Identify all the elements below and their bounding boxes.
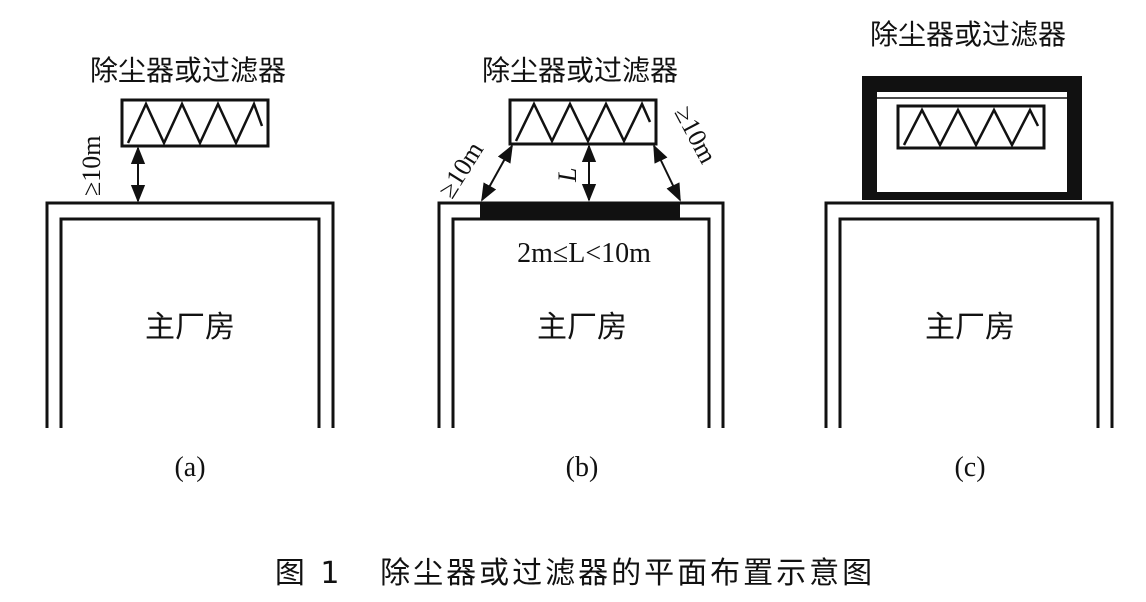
panel-c-building — [824, 201, 1114, 428]
panel-c-device-label: 除尘器或过滤器 — [870, 18, 1066, 51]
panel-a-building-label: 主厂房 — [145, 310, 235, 345]
panel-c-building-label: 主厂房 — [925, 310, 1015, 345]
panel-b-vertical-label: L — [553, 168, 582, 183]
panel-b-tag: (b) — [566, 452, 599, 483]
panel-b-left-arrow — [481, 144, 513, 202]
panel-b-device-label: 除尘器或过滤器 — [482, 54, 678, 87]
panel-a-filter-unit — [120, 98, 270, 148]
panel-b-building — [437, 201, 725, 428]
panel-b-filter-unit — [508, 98, 658, 146]
panel-a: 除尘器或过滤器 ≥10m 主厂房 (a) — [45, 54, 335, 483]
panel-b-range-label: 2m≤L<10m — [517, 238, 651, 269]
panel-a-distance-label: ≥10m — [77, 136, 106, 197]
panel-b-building-label: 主厂房 — [537, 310, 627, 345]
panel-b-right-distance-label: ≥10m — [669, 101, 723, 168]
panel-c-tag: (c) — [954, 452, 985, 483]
panel-a-tag: (a) — [174, 452, 205, 483]
panel-a-device-label: 除尘器或过滤器 — [90, 54, 286, 87]
panel-b-right-arrow — [653, 144, 681, 202]
panel-b-roof-zone — [480, 202, 680, 218]
panel-a-building — [45, 201, 335, 428]
panel-b: 除尘器或过滤器 ≥10m ≥10m L 2m≤L<10m 主厂房 (b) — [432, 54, 725, 483]
panel-c: 除尘器或过滤器 主厂房 (c) — [824, 18, 1114, 483]
panel-c-filter-unit — [896, 104, 1046, 150]
panel-b-left-distance-label: ≥10m — [432, 137, 489, 204]
panel-b-arrows — [481, 144, 681, 202]
figure-caption: 图 1 除尘器或过滤器的平面布置示意图 — [275, 556, 875, 591]
